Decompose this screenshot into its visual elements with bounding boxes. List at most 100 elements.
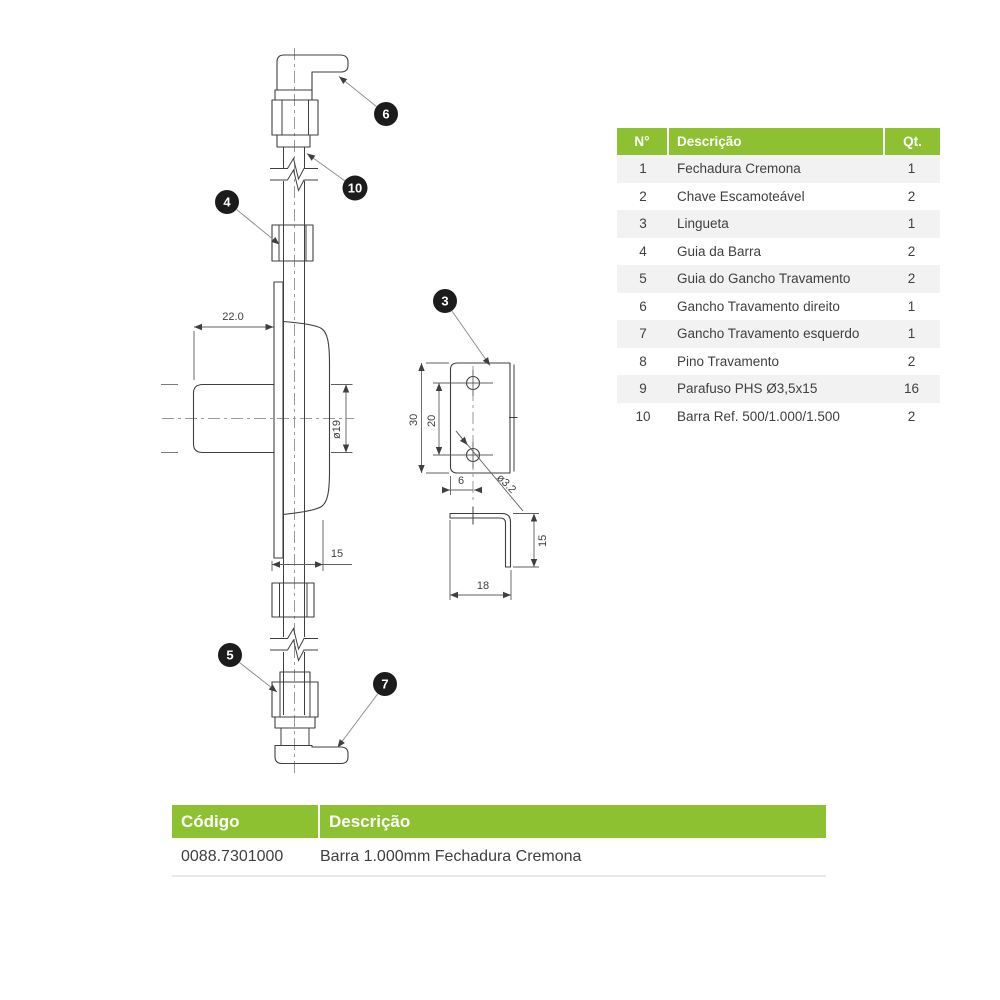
part-description-cell: Gancho Travamento esquerdo — [677, 326, 860, 342]
callout-number: 7 — [381, 677, 388, 692]
dim-hole-offset: 6 — [442, 475, 482, 495]
part-description-cell: Chave Escamoteável — [677, 188, 805, 204]
dimension-label-plate-height: 30 — [408, 414, 420, 426]
part-number-cell: 8 — [639, 353, 647, 369]
dim-cylinder-width: 22.0 — [193, 311, 274, 380]
table-row: 6 Gancho Travamento direito 1 — [617, 293, 940, 321]
callout-number: 4 — [223, 195, 231, 210]
table-row: 9 Parafuso PHS Ø3,5x15 16 — [617, 375, 940, 403]
bar-guide-bottom — [271, 582, 315, 618]
callout-3: 3 — [433, 289, 491, 366]
callout-circle — [342, 175, 368, 201]
hook-bottom — [274, 744, 349, 765]
callout-circle — [374, 102, 398, 126]
callout-circle — [373, 672, 397, 696]
dimension-label-lock-depth: 15 — [331, 548, 343, 560]
dim-plate-height: 30 — [408, 362, 449, 474]
part-qty-cell: 1 — [907, 326, 916, 342]
header-desc: Descrição — [669, 128, 883, 155]
lingueta-front-view — [433, 362, 518, 474]
callout-circle — [215, 190, 239, 214]
part-description-cell: Guia da Barra — [677, 243, 762, 259]
table-row: 10 Barra Ref. 500/1.000/1.500 2 — [617, 403, 940, 431]
dimension-label-bracket-width: 18 — [477, 580, 489, 592]
backplate — [273, 281, 284, 559]
callout-number: 3 — [441, 294, 448, 309]
callout-circle — [433, 289, 457, 313]
dimension-label-cylinder-diameter: ø19 — [331, 420, 343, 439]
lingueta-side-view — [449, 506, 512, 568]
part-qty-cell: 2 — [907, 188, 916, 204]
part-description-cell: Parafuso PHS Ø3,5x15 — [677, 381, 818, 397]
hook-top — [271, 54, 349, 148]
dimension-label-hole-spacing: 20 — [426, 415, 438, 427]
part-description-cell: Pino Travamento — [677, 353, 780, 369]
lock-body — [161, 281, 331, 559]
break-symbol-bottom — [270, 627, 318, 662]
part-number-cell: 2 — [639, 188, 647, 204]
dimension-label-hole-diameter: ø3.2 — [494, 472, 518, 496]
hook-guide-bottom — [271, 671, 319, 746]
table-row: 8 Pino Travamento 2 — [617, 348, 940, 376]
table-row: 1 Fechadura Cremona 1 — [617, 155, 940, 183]
header-qty: Qt. — [885, 128, 940, 155]
callout-10: 10 — [306, 153, 368, 201]
product-code-cell: 0088.7301000 — [181, 847, 284, 865]
lock-case — [282, 320, 331, 516]
table-row: 3 Lingueta 1 — [617, 210, 940, 238]
callout-4: 4 — [215, 190, 280, 245]
dimension-label-hole-offset: 6 — [458, 475, 464, 487]
part-qty-cell: 1 — [907, 298, 916, 314]
part-number-cell: 3 — [639, 216, 647, 232]
part-number-cell: 9 — [639, 381, 647, 397]
part-number-cell: 10 — [635, 408, 651, 424]
part-description-cell: Lingueta — [677, 216, 729, 232]
part-qty-cell: 2 — [907, 243, 916, 259]
callout-number: 5 — [226, 648, 233, 663]
part-number-cell: 1 — [639, 161, 647, 177]
callout-6: 6 — [338, 76, 398, 126]
header-desc: Descrição — [320, 805, 826, 838]
dim-bracket-width: 18 — [449, 520, 512, 600]
product-table-header: Código Descrição — [172, 805, 826, 838]
dim-lock-depth: 15 — [271, 520, 352, 571]
centerlines — [162, 48, 474, 775]
product-table: Código Descrição 0088.7301000 Barra 1.00… — [172, 805, 826, 877]
callout-number: 10 — [348, 181, 362, 196]
dimension-label-cylinder-width: 22.0 — [222, 311, 243, 323]
dim-hole-diameter: ø3.2 — [455, 430, 524, 512]
part-description-cell: Guia do Gancho Travamento — [677, 271, 851, 287]
parts-table: N° Descrição Qt. 1 Fechadura Cremona 1 2… — [617, 128, 940, 430]
table-row: 7 Gancho Travamento esquerdo 1 — [617, 320, 940, 348]
part-qty-cell: 1 — [907, 216, 916, 232]
part-qty-cell: 16 — [903, 381, 920, 397]
table-row: 5 Guia do Gancho Travamento 2 — [617, 265, 940, 293]
header-num: N° — [617, 128, 667, 155]
part-number-cell: 7 — [639, 326, 647, 342]
table-row: 2 Chave Escamoteável 2 — [617, 183, 940, 211]
callout-7: 7 — [337, 672, 397, 748]
break-symbol-top — [270, 157, 318, 192]
part-qty-cell: 2 — [907, 271, 916, 287]
callout-circle — [218, 643, 242, 667]
dim-hole-spacing: 20 — [426, 383, 443, 455]
lock-cylinder — [192, 383, 275, 454]
dim-bracket-height: 15 — [513, 513, 549, 568]
parts-table-header: N° Descrição Qt. — [617, 128, 940, 155]
dimension-label-bracket-height: 15 — [537, 535, 549, 547]
callout-number: 6 — [382, 107, 389, 122]
part-number-cell: 6 — [639, 298, 647, 314]
product-row: 0088.7301000 Barra 1.000mm Fechadura Cre… — [172, 838, 826, 877]
part-number-cell: 4 — [639, 243, 647, 259]
callout-5: 5 — [218, 643, 278, 693]
parts-table-body: 1 Fechadura Cremona 1 2 Chave Escamoteáv… — [617, 155, 940, 430]
part-qty-cell: 2 — [907, 408, 916, 424]
part-qty-cell: 1 — [907, 161, 916, 177]
product-description-cell: Barra 1.000mm Fechadura Cremona — [320, 847, 582, 865]
dim-cylinder-diameter: ø19 — [331, 384, 353, 453]
part-qty-cell: 2 — [907, 353, 916, 369]
table-row: 4 Guia da Barra 2 — [617, 238, 940, 266]
part-description-cell: Fechadura Cremona — [677, 161, 801, 177]
